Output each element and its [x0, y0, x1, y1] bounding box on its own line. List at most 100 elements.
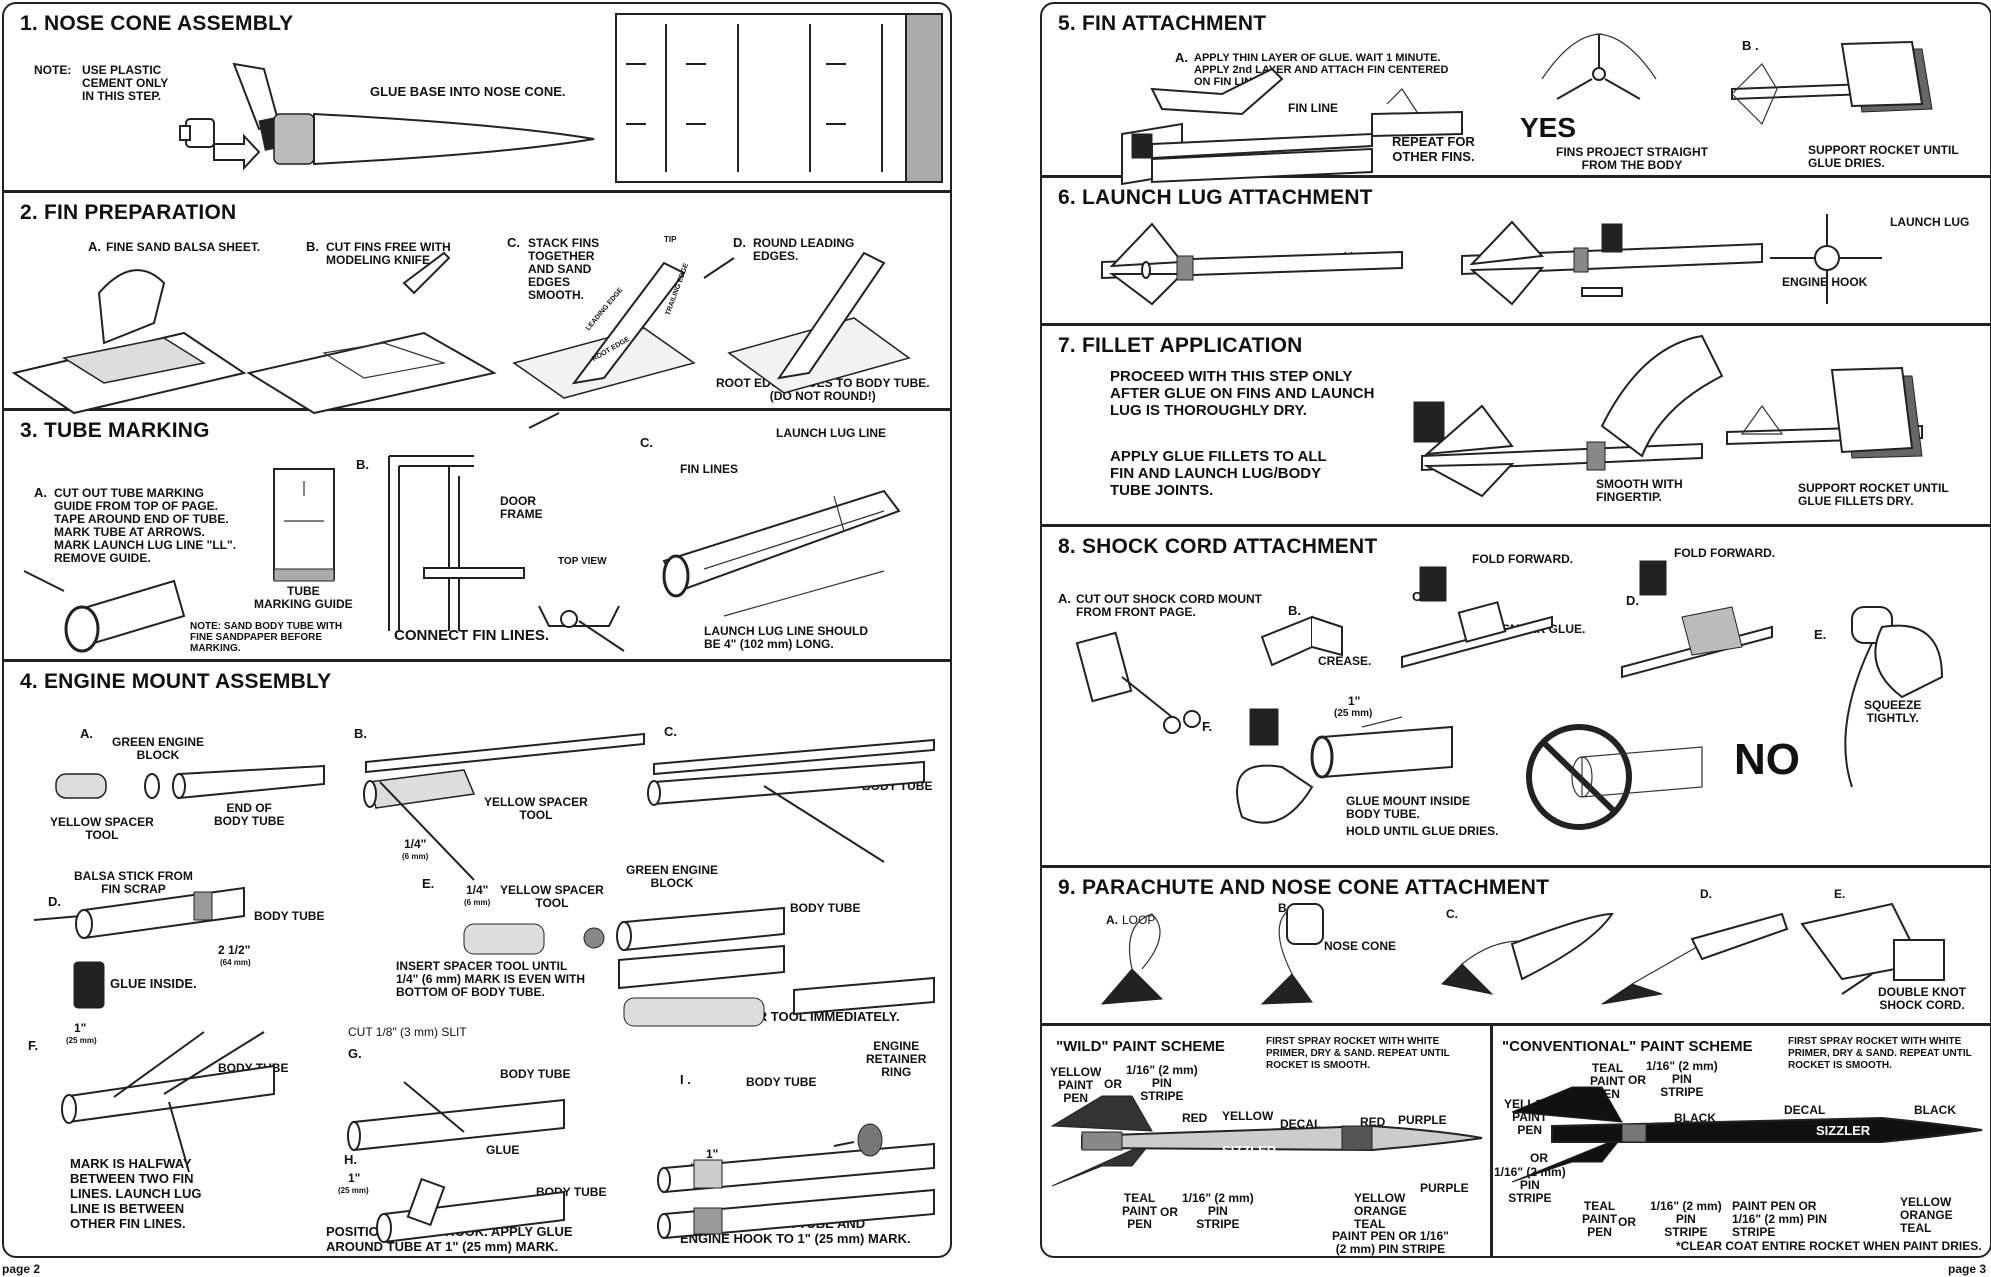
step-f-label: F.	[1202, 719, 1213, 734]
step-c-label: C.	[640, 435, 653, 450]
wild-stripe-1: 1/16" (2 mm) PIN STRIPE	[1126, 1063, 1198, 1103]
fin-lines-label: FIN LINES	[680, 462, 739, 476]
door-frame-label: DOOR FRAME	[500, 494, 543, 521]
conv-stripe-3: 1/16" (2 mm) PIN STRIPE	[1650, 1199, 1722, 1239]
wild-stripe-2: 1/16" (2 mm) PIN STRIPE	[1182, 1191, 1254, 1231]
conv-teal-pen-2: TEAL PAINT PEN	[1582, 1199, 1618, 1239]
step-c-label: C.	[664, 724, 677, 739]
section-title: 7. FILLET APPLICATION	[1058, 334, 1303, 357]
step-a-label: A.	[1175, 50, 1188, 65]
paint-divider	[1490, 1026, 1493, 1256]
step-d-label: D.	[48, 894, 61, 909]
wild-sizzler-decal: SIZZLER	[1222, 1143, 1277, 1158]
launch-lug-line-label: LAUNCH LUG LINE	[776, 426, 886, 440]
step-d-label: D.	[1626, 593, 1639, 608]
twentyfive-h-label: (25 mm)	[338, 1186, 369, 1195]
yes-label: YES	[1520, 112, 1577, 143]
no-label: NO	[1734, 735, 1800, 784]
top-view-label: TOP VIEW	[558, 556, 607, 567]
yellow-spacer-e-label: YELLOW SPACER TOOL	[500, 883, 604, 910]
double-knot-label: DOUBLE KNOT SHOCK CORD.	[1878, 985, 1966, 1012]
glue-h-label: GLUE	[486, 1143, 520, 1157]
launch-lug-illustrations	[1101, 214, 1882, 306]
twentyfive-mm-label: (25 mm)	[1334, 708, 1373, 719]
glue-inside-label: GLUE INSIDE.	[110, 976, 197, 991]
section-parachute-nose-cone: 9. PARACHUTE AND NOSE CONE ATTACHMENT A.…	[1042, 868, 1990, 1026]
conv-decal: DECAL	[1784, 1103, 1826, 1117]
shock-cord-illustrations	[1075, 560, 1944, 830]
smooth-label: SMOOTH WITH FINGERTIP.	[1596, 477, 1683, 504]
cut-slit-label: CUT 1/8" (3 mm) SLIT	[348, 1025, 467, 1039]
step-a-text: FINE SAND BALSA SHEET.	[106, 240, 261, 254]
twentyfive-f-label: (25 mm)	[66, 1036, 97, 1045]
engine-retainer-ring-label: ENGINE RETAINER RING	[866, 1039, 927, 1079]
wild-red-1: RED	[1182, 1111, 1208, 1125]
section-fillet-application: 7. FILLET APPLICATION PROCEED WITH THIS …	[1042, 326, 1990, 527]
step-e-label: E.	[422, 876, 435, 891]
body-tube-e-label: BODY TUBE	[790, 901, 861, 915]
step-c-label: C.	[1446, 907, 1458, 921]
page-3-footer: page 3	[1948, 1262, 1987, 1276]
fillet-illustrations	[1413, 334, 1923, 498]
conv-or-2: OR	[1530, 1151, 1548, 1165]
hold-label: HOLD UNTIL GLUE DRIES.	[1346, 824, 1499, 838]
step-b-label: B.	[356, 457, 369, 472]
sand-note: NOTE: SAND BODY TUBE WITH FINE SANDPAPER…	[190, 621, 343, 654]
section-fin-preparation: 2. FIN PREPARATION A. FINE SAND BALSA SH…	[4, 193, 950, 429]
conventional-title: "CONVENTIONAL" PAINT SCHEME	[1502, 1038, 1753, 1055]
green-engine-block-e-label: GREEN ENGINE BLOCK	[626, 863, 719, 890]
conv-paint-pen: PAINT PEN OR 1/16" (2 mm) PIN STRIPE	[1732, 1199, 1828, 1239]
section-launch-lug-attachment: 6. LAUNCH LUG ATTACHMENT LL LL LAUNCH LU…	[1042, 178, 1990, 326]
step-a-label: A.	[1058, 591, 1071, 606]
step-a-text: CUT OUT TUBE MARKING GUIDE FROM TOP OF P…	[54, 486, 237, 565]
nose-cone-label: NOSE CONE	[1324, 939, 1397, 953]
wild-note: FIRST SPRAY ROCKET WITH WHITE PRIMER, DR…	[1266, 1036, 1450, 1071]
clear-coat-note: *CLEAR COAT ENTIRE ROCKET WHEN PAINT DRI…	[1676, 1239, 1982, 1253]
proceed-instruction: PROCEED WITH THIS STEP ONLY AFTER GLUE O…	[1110, 368, 1375, 419]
step-a-label: A.	[1106, 913, 1118, 927]
left-page: 1. NOSE CONE ASSEMBLY NOTE: USE PLASTIC …	[2, 2, 952, 1258]
wild-purple-2: PURPLE	[1420, 1181, 1469, 1195]
tip-label: TIP	[664, 235, 677, 244]
fin-sanding-illustrations	[11, 251, 911, 429]
marking-guide-label: TUBE MARKING GUIDE	[254, 584, 353, 611]
six-mm-label: (6 mm)	[402, 852, 429, 861]
wild-title: "WILD" PAINT SCHEME	[1056, 1038, 1225, 1055]
step-h-label: H.	[344, 1152, 357, 1167]
yellow-spacer-label: YELLOW SPACER TOOL	[50, 815, 154, 842]
step-b-label: B.	[306, 239, 319, 254]
wild-yellow-pen: YELLOW PAINT PEN	[1050, 1065, 1102, 1105]
one-inch-i-label: 1"	[706, 1147, 719, 1161]
section-title: 2. FIN PREPARATION	[20, 201, 237, 224]
section-title: 9. PARACHUTE AND NOSE CONE ATTACHMENT	[1058, 876, 1550, 899]
section-title: 6. LAUNCH LUG ATTACHMENT	[1058, 186, 1373, 209]
section-title: 5. FIN ATTACHMENT	[1058, 12, 1267, 35]
one-inch-label: 1"	[1348, 694, 1361, 708]
body-tube-d-label: BODY TUBE	[254, 909, 325, 923]
wild-purple-1: PURPLE	[1398, 1113, 1447, 1127]
balsa-stick-label: BALSA STICK FROM FIN SCRAP	[74, 869, 193, 896]
fin-attachment-illustrations	[1121, 33, 1933, 186]
wild-rocket	[1050, 1095, 1483, 1187]
conv-stripe-2: 1/16" (2 mm) PIN STRIPE	[1494, 1165, 1566, 1205]
step-b-text: CUT FINS FREE WITH MODELING KNIFE .	[326, 240, 451, 267]
conv-sizzler-decal: SIZZLER	[1816, 1123, 1871, 1138]
conv-stripe-1: 1/16" (2 mm) PIN STRIPE	[1646, 1059, 1718, 1099]
wild-colors: YELLOW ORANGE TEAL	[1354, 1191, 1407, 1231]
insert-instruction: INSERT SPACER TOOL UNTIL 1/4" (6 mm) MAR…	[396, 959, 586, 999]
step-f-label: F.	[28, 1038, 39, 1053]
conv-or-1: OR	[1628, 1073, 1646, 1087]
wild-or-1: OR	[1104, 1077, 1122, 1091]
engine-hook-label: ENGINE HOOK	[1782, 275, 1868, 289]
section-title: 8. SHOCK CORD ATTACHMENT	[1058, 535, 1378, 558]
section-title: 3. TUBE MARKING	[20, 419, 210, 442]
yellow-spacer-b-label: YELLOW SPACER TOOL	[484, 795, 588, 822]
nose-cone-illustration	[179, 62, 595, 171]
conventional-note: FIRST SPRAY ROCKET WITH WHITE PRIMER, DR…	[1788, 1036, 1972, 1071]
repeat-label: REPEAT FOR OTHER FINS.	[1392, 134, 1475, 164]
section-paint-schemes: "WILD" PAINT SCHEME FIRST SPRAY ROCKET W…	[1042, 1026, 1990, 1256]
wild-paint-pen-or: PAINT PEN OR 1/16" (2 mm) PIN STRIPE	[1332, 1229, 1449, 1256]
launch-lug-label: LAUNCH LUG	[1890, 215, 1970, 229]
support-label: SUPPORT ROCKET UNTIL GLUE DRIES.	[1808, 143, 1959, 170]
section-title: 4. ENGINE MOUNT ASSEMBLY	[20, 670, 332, 693]
